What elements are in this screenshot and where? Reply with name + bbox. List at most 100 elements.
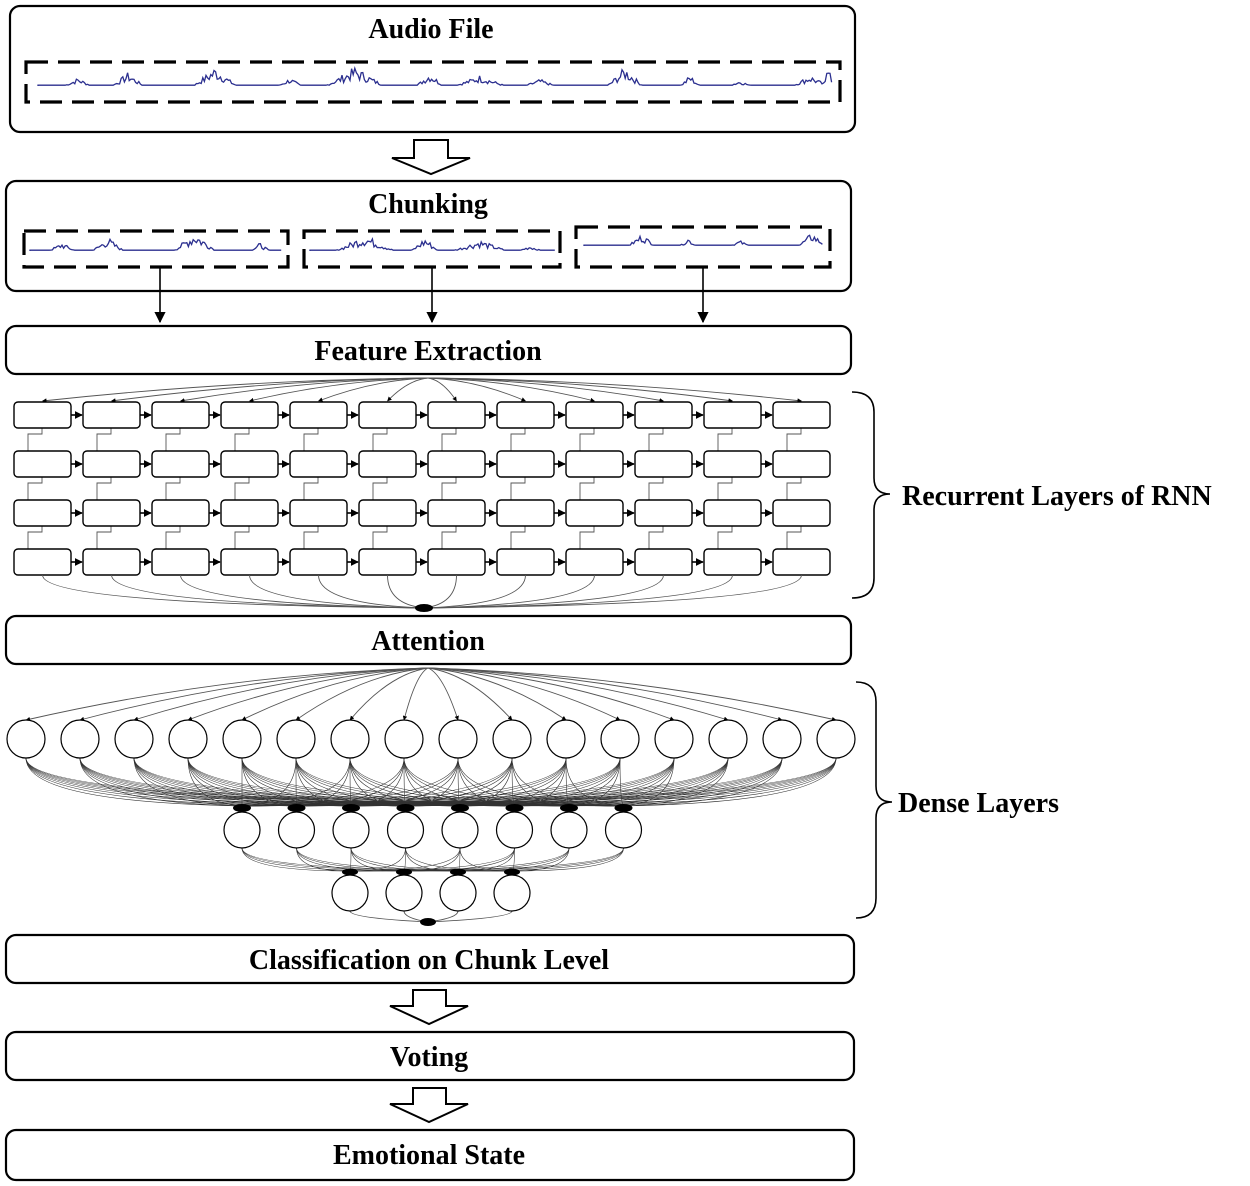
dense-edge [296, 847, 405, 872]
dense-arrowhead [560, 804, 578, 812]
rnn-layer-edge [510, 428, 526, 451]
dense-edge [241, 757, 459, 807]
rnn-cell [151, 548, 210, 576]
rnn-layer-edge [441, 428, 457, 451]
rnn-cell [634, 450, 693, 478]
dense-edge [241, 757, 621, 807]
dense-edge [241, 757, 513, 807]
rnn-output-edge [423, 574, 457, 609]
dense-neuron-layer-1 [330, 719, 370, 759]
rnn-cell [634, 548, 693, 576]
rnn-input-edge [427, 377, 457, 402]
rnn-cell [151, 450, 210, 478]
rnn-output-edge [318, 574, 425, 609]
feature-extraction-title: Feature Extraction [314, 336, 542, 367]
rnn-cell [703, 499, 762, 527]
dense-edge [133, 757, 297, 807]
rnn-input-edge [180, 377, 429, 403]
rnn-layer-edge [165, 477, 181, 500]
chunking-box [4, 179, 853, 293]
dense-neuron-layer-2 [277, 811, 316, 849]
rnn-layer-edge [27, 428, 43, 451]
dense-neuron-layer-2 [604, 811, 643, 849]
rnn-cell [358, 401, 417, 429]
rnn-cell [82, 401, 141, 429]
dense-neuron-layer-2 [441, 811, 479, 849]
feature-extraction-box [4, 324, 853, 376]
rnn-input-edge [111, 377, 429, 403]
rnn-layer-edge [372, 428, 388, 451]
dense-edge [296, 757, 837, 807]
rnn-input-edge [318, 377, 429, 402]
dense-edge [459, 757, 837, 807]
rnn-layer-edge [648, 428, 664, 451]
dense-layers-label: Dense Layers [898, 788, 1059, 819]
rnn-output-edge [423, 574, 595, 609]
rnn-output-edge [387, 574, 425, 609]
rnn-output-edge [423, 574, 733, 609]
dense-edge [457, 847, 624, 872]
rnn-cell [289, 401, 348, 429]
rnn-layer-edge [648, 526, 664, 549]
rnn-layer-edge [96, 526, 112, 549]
rnn-output-edge [42, 574, 425, 609]
dense-neuron-layer-1 [438, 719, 478, 759]
dense-neuron-layer-2 [223, 811, 261, 849]
dense-edge [187, 757, 243, 807]
rnn-layer-edge [717, 477, 733, 500]
dense-input-edge [25, 667, 429, 722]
chunk-waveform-2 [309, 236, 555, 251]
dense-neuron-layer-2 [550, 811, 588, 849]
rnn-cell [496, 548, 555, 576]
dense-edge [349, 847, 624, 872]
rnn-cell [772, 450, 831, 478]
rnn-output-edge [249, 574, 425, 609]
flow-arrow-1 [391, 139, 471, 176]
attention-title: Attention [371, 626, 485, 657]
recurrent-layers-brace [851, 391, 891, 599]
rnn-layer-edge [27, 526, 43, 549]
dense-arrowhead [614, 804, 633, 812]
dense-neuron-layer-1 [492, 719, 532, 759]
voting-title: Voting [390, 1042, 468, 1073]
dense-edge [25, 757, 243, 807]
rnn-cell [703, 450, 762, 478]
rnn-layer-edge [717, 526, 733, 549]
dense-input-edge [427, 667, 675, 721]
dense-neuron-layer-2 [386, 811, 425, 849]
dense-input-edge [402, 667, 429, 721]
rnn-layer-edge [234, 428, 250, 451]
rnn-layer-edge [234, 477, 250, 500]
dense-neuron-layer-2 [332, 811, 370, 849]
dense-neuron-layer-3 [439, 874, 477, 912]
rnn-cell [565, 450, 624, 478]
rnn-layer-edge [786, 526, 802, 549]
chunk-waveform-1 [29, 237, 282, 251]
dense-neuron-layer-1 [762, 719, 802, 759]
rnn-layer-edge [303, 477, 319, 500]
rnn-output-edge [180, 574, 425, 609]
chunking-title: Chunking [368, 189, 488, 220]
dense-arrowhead [450, 868, 466, 876]
rnn-output-edge [423, 574, 526, 609]
dense-input-edge [427, 667, 621, 721]
dense-input-edge [241, 667, 429, 721]
rnn-layer-edge [717, 428, 733, 451]
rnn-cell [634, 499, 693, 527]
dense-arrowhead [504, 868, 520, 876]
rnn-cell [496, 499, 555, 527]
rnn-cell [427, 548, 486, 576]
dense-edge [241, 757, 567, 807]
rnn-cell [13, 450, 72, 478]
voting-box [4, 1030, 856, 1082]
dense-edge [350, 757, 837, 807]
classification-title: Classification on Chunk Level [249, 945, 609, 976]
dense-arrowhead [396, 804, 415, 812]
audio-file-stage: Audio File [8, 4, 857, 134]
rnn-layer-edge [786, 428, 802, 451]
rnn-layer-edge [510, 477, 526, 500]
recurrent-layers-graph [13, 377, 831, 612]
chunk-waveform-3 [583, 234, 823, 246]
rnn-input-edge [427, 377, 802, 403]
rnn-layer-edge [510, 526, 526, 549]
